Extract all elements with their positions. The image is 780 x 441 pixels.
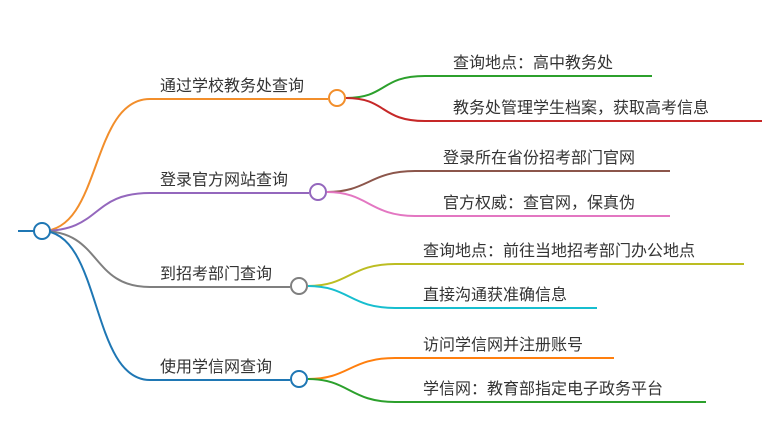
branch-1-child-2-curve bbox=[345, 97, 426, 122]
mindmap-nodes: 通过学校教务处查询 查询地点：高中教务处教务处管理学生档案，获取高考信息登录官方网… bbox=[33, 53, 709, 398]
branch-4-child-2-curve bbox=[307, 378, 396, 403]
branch-3-collapse-toggle[interactable] bbox=[290, 277, 308, 295]
branch-1-collapse-toggle[interactable] bbox=[328, 89, 346, 107]
branch-1-label[interactable]: 通过学校教务处查询 bbox=[160, 76, 304, 95]
branch-4-child-1-curve bbox=[307, 357, 396, 380]
branch-4-collapse-toggle[interactable] bbox=[290, 370, 308, 388]
branch-4-label[interactable]: 使用学信网查询 bbox=[160, 357, 272, 376]
branch-3-child-2-curve bbox=[307, 285, 396, 309]
branch-3-child-1-label[interactable]: 查询地点：前往当地招考部门办公地点 bbox=[423, 241, 695, 260]
branch-2-child-1-label[interactable]: 登录所在省份招考部门官网 bbox=[443, 148, 635, 167]
mindmap-links bbox=[18, 75, 762, 403]
branch-4-curve bbox=[41, 230, 151, 381]
branch-3-curve bbox=[41, 230, 151, 288]
branch-3-child-1-curve bbox=[307, 263, 396, 287]
branch-1-curve bbox=[41, 98, 151, 232]
branch-3-child-2-label[interactable]: 直接沟通获准确信息 bbox=[423, 285, 567, 304]
branch-4-child-1-label[interactable]: 访问学信网并注册账号 bbox=[423, 335, 583, 354]
branch-1-child-1-curve bbox=[345, 75, 426, 99]
branch-2-curve bbox=[41, 192, 151, 232]
branch-2-label[interactable]: 登录官方网站查询 bbox=[160, 170, 288, 189]
branch-2-child-2-label[interactable]: 官方权威：查官网，保真伪 bbox=[443, 193, 635, 212]
branch-4-child-2-label[interactable]: 学信网：教育部指定电子政务平台 bbox=[423, 379, 663, 398]
branch-2-child-1-curve bbox=[326, 170, 416, 193]
root-node[interactable] bbox=[33, 222, 51, 240]
branch-1-child-2-label[interactable]: 教务处管理学生档案，获取高考信息 bbox=[453, 98, 709, 117]
branch-2-collapse-toggle[interactable] bbox=[309, 183, 327, 201]
branch-3-label[interactable]: 到招考部门查询 bbox=[160, 264, 272, 283]
branch-1-child-1-label[interactable]: 查询地点：高中教务处 bbox=[453, 53, 613, 72]
branch-2-child-2-curve bbox=[326, 191, 416, 217]
